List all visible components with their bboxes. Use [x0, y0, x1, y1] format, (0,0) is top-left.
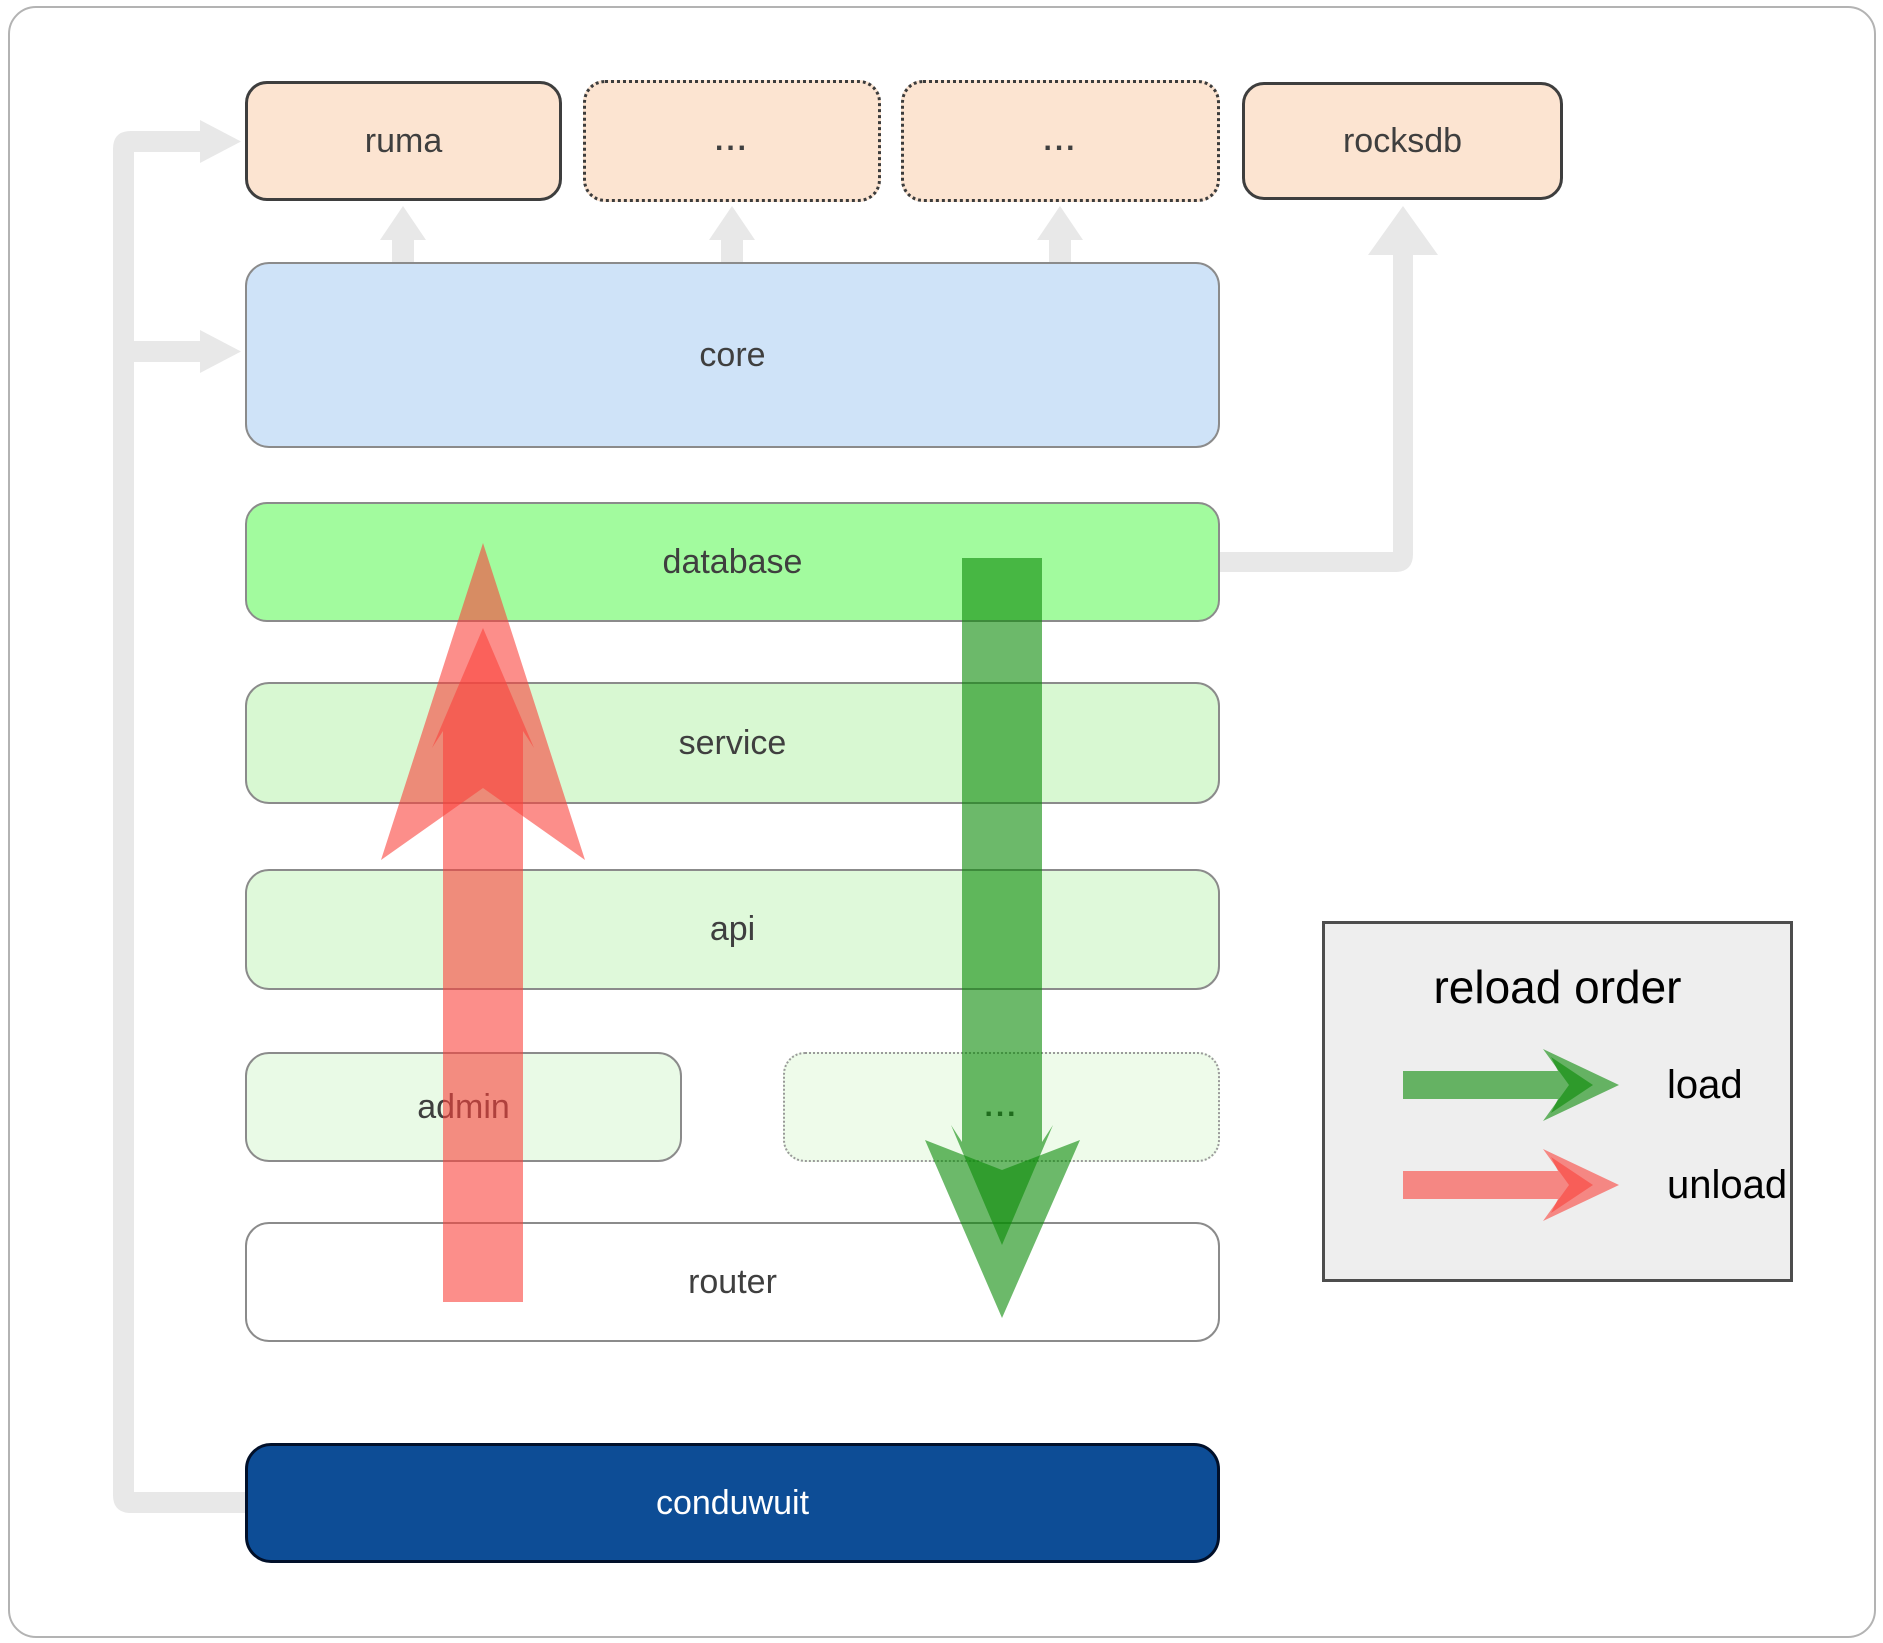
load-arrow-icon [1403, 1049, 1619, 1121]
module-box-ruma: ruma [245, 81, 562, 201]
module-label-ruma: ruma [364, 121, 443, 160]
module-label-rocksdb: rocksdb [1342, 121, 1463, 160]
legend-label-unload: unload [1667, 1162, 1788, 1207]
module-box-core: core [245, 262, 1220, 448]
legend-row-unload: unload [1361, 1141, 1787, 1229]
module-box-service: service [245, 682, 1220, 804]
module-label-conduwuit: conduwuit [655, 1483, 810, 1522]
unload-arrow-icon-head [1543, 1149, 1619, 1221]
module-box-ellipsis-top-2: ... [901, 80, 1220, 202]
module-label-core: core [699, 335, 766, 374]
module-box-router: router [245, 1222, 1220, 1342]
module-label-service: service [678, 723, 787, 762]
legend-box: reload order load unload [1322, 921, 1793, 1282]
legend-label-load: load [1667, 1062, 1743, 1107]
module-box-rocksdb: rocksdb [1242, 82, 1563, 200]
module-label-router: router [688, 1262, 777, 1301]
module-box-ellipsis-bottom: ... [783, 1052, 1220, 1162]
legend-title: reload order [1433, 961, 1682, 1013]
legend-row-load: load [1361, 1041, 1743, 1129]
module-label-admin: admin [417, 1087, 510, 1126]
module-box-admin: admin [245, 1052, 682, 1162]
module-label-ellipsis-top-1: ... [714, 124, 749, 157]
module-label-database: database [662, 542, 803, 581]
module-box-ellipsis-top-1: ... [583, 80, 881, 202]
module-box-api: api [245, 869, 1220, 990]
module-label-ellipsis-bottom: ... [984, 1090, 1019, 1123]
module-box-database: database [245, 502, 1220, 622]
unload-arrow-icon-shaft [1403, 1157, 1593, 1213]
load-arrow-icon-head [1543, 1049, 1619, 1121]
load-arrow-icon-shaft [1403, 1057, 1593, 1113]
module-label-api: api [709, 910, 756, 948]
module-label-ellipsis-top-2: ... [1043, 124, 1078, 157]
unload-arrow-icon [1403, 1149, 1619, 1221]
module-box-conduwuit: conduwuit [245, 1443, 1220, 1563]
